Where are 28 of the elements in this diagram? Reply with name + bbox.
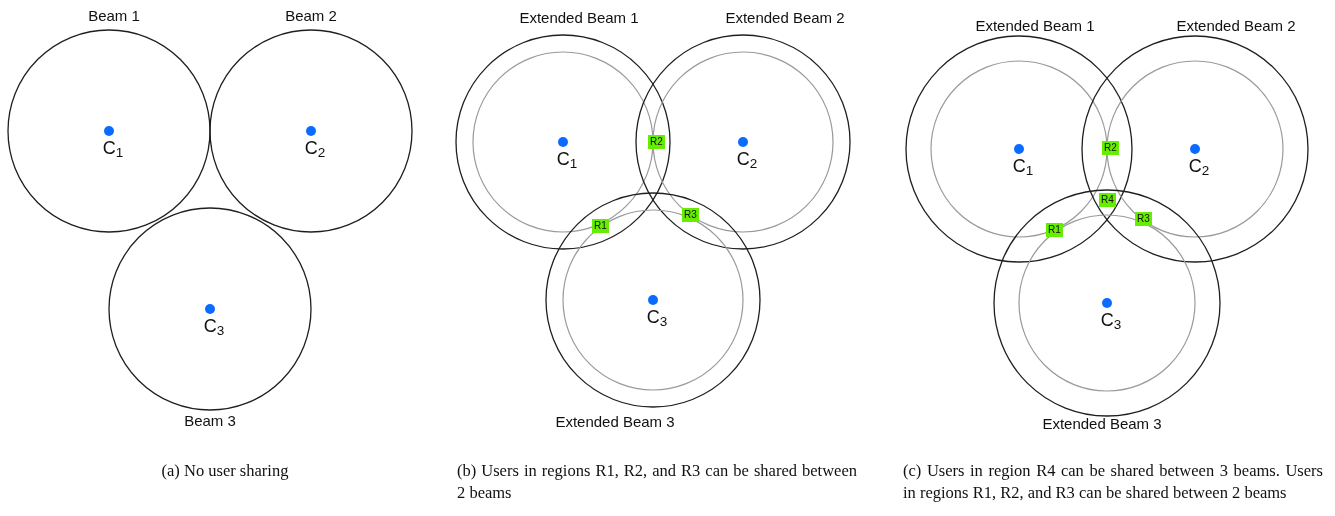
beam-label: Extended Beam 3 xyxy=(1042,414,1162,434)
center-label: C$_{3}$ xyxy=(646,306,668,328)
center-label: C$_{1}$ xyxy=(1012,155,1034,177)
region-label: R3 xyxy=(682,208,699,222)
beam-label: Beam 3 xyxy=(184,411,236,431)
center-label: C$_{2}$ xyxy=(304,137,326,159)
region-label: R1 xyxy=(1046,223,1063,237)
beam-label: Extended Beam 1 xyxy=(519,8,639,28)
center-label: C$_{1}$ xyxy=(102,137,124,159)
beam-label: Extended Beam 3 xyxy=(555,412,675,432)
beam-label: Beam 2 xyxy=(285,6,337,26)
beam-label: Beam 1 xyxy=(88,6,140,26)
beam-label: Extended Beam 2 xyxy=(1176,16,1296,36)
beam-label: Extended Beam 1 xyxy=(975,16,1095,36)
region-label: R4 xyxy=(1099,193,1116,207)
region-label: R1 xyxy=(592,219,609,233)
region-label: R2 xyxy=(1102,141,1119,155)
beam-label: Extended Beam 2 xyxy=(725,8,845,28)
center-label: C$_{3}$ xyxy=(1100,309,1122,331)
region-label: R3 xyxy=(1135,212,1152,226)
center-label: C$_{3}$ xyxy=(203,315,225,337)
region-label: R2 xyxy=(648,135,665,149)
subfigure-caption: (b) Users in regions R1, R2, and R3 can be shared between 2 beams xyxy=(457,460,857,504)
subfigure-caption: (c) Users in region R4 can be shared between 3 beams. Users in regions R1, R2, and R3 can be shared between 2 beams xyxy=(903,460,1323,504)
subfigure-caption: (a) No user sharing xyxy=(160,460,290,482)
center-label: C$_{2}$ xyxy=(736,148,758,170)
center-label: C$_{2}$ xyxy=(1188,155,1210,177)
center-label: C$_{1}$ xyxy=(556,148,578,170)
